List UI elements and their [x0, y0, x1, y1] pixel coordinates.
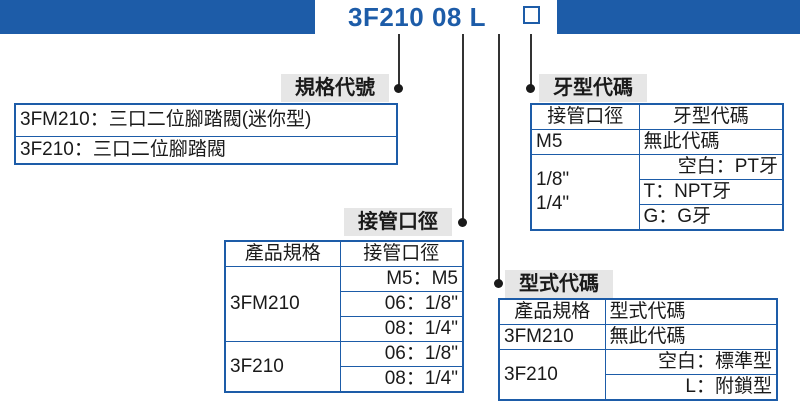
port-value-cell: 08：1/4": [339, 366, 464, 393]
port-table: 產品規格 接管口徑 3FM210 M5：M5 06：1/8" 08：1/4" 3…: [224, 240, 464, 393]
port-model-cell: 3FM210: [224, 266, 341, 342]
title-box: [315, 0, 557, 34]
dot-port: [458, 218, 467, 227]
type-col-header: 型式代碼: [604, 298, 778, 325]
dot-type: [494, 279, 503, 288]
port-col-header: 產品規格: [224, 240, 341, 267]
thread-code-cell: 空白：PT牙: [638, 154, 784, 180]
type-model-cell: 3F210: [498, 349, 606, 401]
type-col-header: 產品規格: [498, 298, 606, 325]
type-table: 產品規格 型式代碼 3FM210 無此代碼 3F210 空白：標準型 L：附鎖型: [498, 298, 778, 401]
thread-code-cell: 無此代碼: [638, 129, 784, 155]
model-table: 3FM210：三口二位腳踏閥(迷你型) 3F210：三口二位腳踏閥: [14, 103, 398, 165]
connector-type: [498, 34, 500, 284]
model-heading: 規格代號: [281, 74, 389, 102]
port-col-header: 接管口徑: [339, 240, 464, 267]
model-code-title: 3F210 08 L: [348, 2, 486, 32]
thread-code-cell: T：NPT牙: [638, 179, 784, 205]
type-heading: 型式代碼: [505, 270, 613, 298]
type-code-cell: 空白：標準型: [604, 349, 778, 375]
thread-table: 接管口徑 牙型代碼 M5 無此代碼 1/8" 1/4" 空白：PT牙 T：NPT…: [530, 103, 784, 231]
connector-thread: [530, 34, 532, 89]
port-value-cell: M5：M5: [339, 266, 464, 292]
thread-col-header: 牙型代碼: [638, 103, 784, 130]
thread-size-cell: M5: [530, 129, 640, 155]
port-value-cell: 08：1/4": [339, 316, 464, 342]
connector-model: [398, 34, 400, 89]
type-model-cell: 3FM210: [498, 324, 606, 350]
dot-model: [394, 84, 403, 93]
port-heading: 接管口徑: [344, 208, 452, 236]
model-row: 3F210：三口二位腳踏閥: [14, 135, 398, 165]
thread-size-cell: 1/8" 1/4": [530, 154, 640, 231]
type-code-cell: L：附鎖型: [604, 374, 778, 401]
type-code-cell: 無此代碼: [604, 324, 778, 350]
dot-thread: [526, 84, 535, 93]
port-model-cell: 3F210: [224, 341, 341, 393]
thread-size-1-4: 1/4": [536, 193, 570, 214]
thread-code-cell: G：G牙: [638, 204, 784, 231]
port-value-cell: 06：1/8": [339, 341, 464, 367]
thread-heading: 牙型代碼: [539, 74, 647, 102]
port-value-cell: 06：1/8": [339, 291, 464, 317]
thread-col-header: 接管口徑: [530, 103, 640, 130]
thread-size-1-8: 1/8": [536, 169, 570, 190]
model-row: 3FM210：三口二位腳踏閥(迷你型): [14, 103, 398, 137]
connector-port: [462, 34, 464, 223]
option-square-icon: [523, 6, 540, 24]
